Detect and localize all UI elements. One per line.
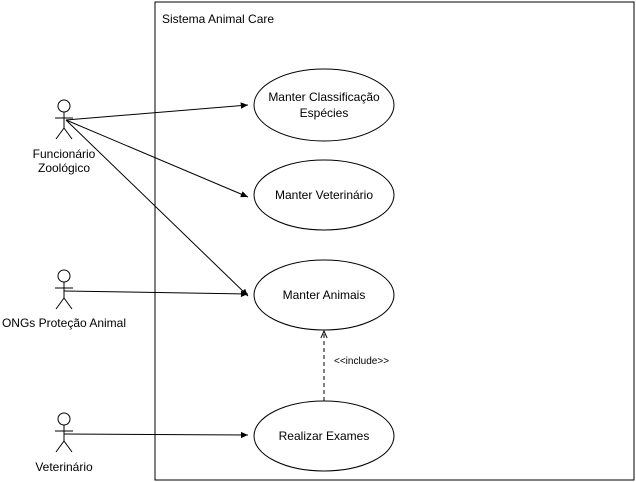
use-case-label: Manter Animais: [283, 288, 366, 302]
relation-ongs-uc3[interactable]: [63, 290, 249, 298]
use-case-label: Manter Classificação: [268, 90, 380, 104]
use-case-manter-classificacao[interactable]: Manter Classificação Espécies: [253, 68, 395, 142]
actor-head: [57, 99, 71, 113]
use-case-realizar-exames[interactable]: Realizar Exames: [253, 400, 395, 472]
actor-label: Zoológico: [38, 161, 90, 175]
system-title: Sistema Animal Care: [162, 12, 274, 26]
actor-ongs-protecao-animal[interactable]: ONGs Proteção Animal: [2, 269, 126, 330]
actor-head: [57, 412, 71, 426]
use-case-manter-veterinario[interactable]: Manter Veterinário: [253, 159, 395, 231]
use-case-label: Manter Veterinário: [275, 188, 373, 202]
include-label: <<include>>: [334, 356, 389, 367]
use-case-manter-animais[interactable]: Manter Animais: [253, 259, 395, 331]
use-case-label: Espécies: [300, 106, 349, 120]
actor-label: Funcionário: [33, 147, 96, 161]
relations: <<include>>: [63, 102, 389, 439]
actor-veterinario[interactable]: Veterinário: [35, 412, 93, 474]
use-case-label: Realizar Exames: [279, 429, 370, 443]
actor-label: Veterinário: [35, 460, 93, 474]
relation-funcionario-uc2[interactable]: [65, 119, 249, 198]
relation-funcionario-uc3[interactable]: [65, 119, 249, 297]
actor-funcionario-zoologico[interactable]: Funcionário Zoológico: [33, 99, 96, 175]
system-boundary: [154, 1, 635, 481]
relation-funcionario-uc1[interactable]: [65, 102, 249, 121]
actor-label: ONGs Proteção Animal: [2, 316, 126, 330]
actor-head: [57, 269, 71, 283]
relation-veterinario-uc4[interactable]: [63, 431, 249, 439]
